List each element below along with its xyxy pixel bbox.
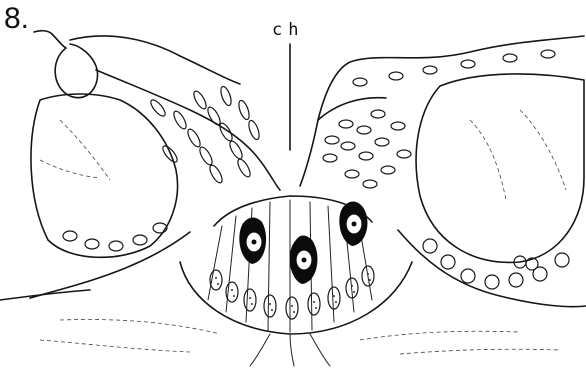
basal-nuclei: [210, 266, 374, 319]
right-basement-line: [398, 230, 586, 307]
left-cavity: [31, 94, 178, 257]
left-lead-line: [34, 31, 66, 48]
left-base-extension: [0, 290, 90, 300]
right-cavity: [416, 74, 584, 262]
left-basement-line: [30, 232, 190, 298]
left-rim-cells: [63, 223, 167, 251]
left-upper-edge: [70, 36, 240, 84]
sensory-cells: [239, 202, 367, 285]
left-flank-cells: [149, 85, 262, 184]
right-rim-cells: [423, 239, 569, 289]
right-upper-edge: [300, 36, 584, 186]
left-bulb: [55, 44, 97, 98]
right-flank-cells: [323, 50, 555, 188]
right-inner-edge: [318, 98, 386, 120]
